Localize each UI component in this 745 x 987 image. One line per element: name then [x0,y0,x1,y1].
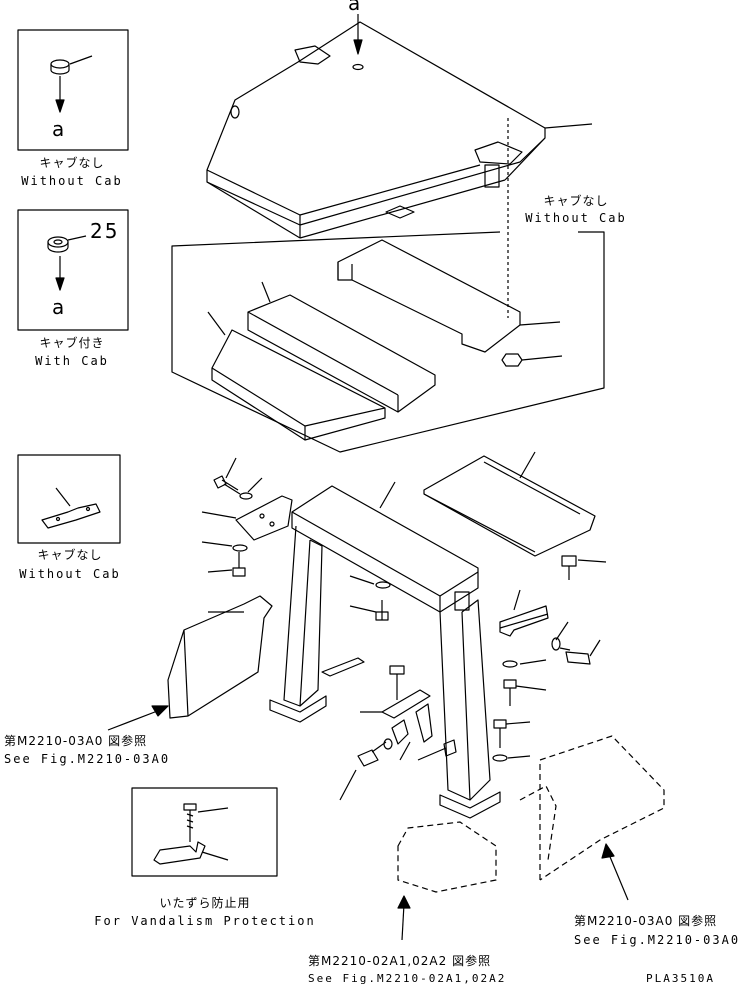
arrow-a-down [354,14,362,54]
operator-seat-stand [270,482,500,818]
callout-a-inset-1: a [52,117,65,141]
ref-m2210-03a0-jp-left: 第M2210-03A0 図参照 [4,734,148,748]
label-without-cab-jp-3: キャブなし [37,548,103,562]
right-side-bolts [493,556,606,761]
ref-m2210-02a1-en: See Fig.M2210-02A1,02A2 [308,972,507,985]
reference-section-bottom [398,822,496,892]
label-with-cab-jp: キャブ付き [39,336,105,350]
drawing-code: PLA3510A [646,972,715,985]
label-without-cab-jp-2: キャブなし [543,194,609,208]
label-vandalism-en: For Vandalism Protection [94,914,316,928]
label-without-cab-en-2: Without Cab [525,211,627,225]
part-number-25: 25 [90,219,120,243]
ref-m2210-03a0-jp-right: 第M2210-03A0 図参照 [574,914,718,928]
inset-without-cab-cap [18,30,128,150]
ref-m2210-03a0-en-left: See Fig.M2210-03A0 [4,752,171,766]
without-cab-plates-group [172,232,604,452]
label-with-cab-en: With Cab [35,354,109,368]
left-side-cover [168,596,272,718]
callout-a-top: a [348,0,361,15]
seat-tray [424,452,595,556]
ref-m2210-02a1-jp: 第M2210-02A1,02A2 図参照 [308,954,492,968]
ref-m2210-03a0-en-right: See Fig.M2210-03A0 [574,933,741,947]
label-without-cab-jp-1: キャブなし [39,156,105,170]
inset-vandalism-protection [132,788,277,876]
reference-section-right [520,736,664,880]
center-small-parts [322,576,456,800]
floor-plate-assembly [207,22,592,318]
label-vandalism-jp: いたずら防止用 [159,896,251,910]
callout-a-inset-2: a [52,295,65,319]
label-without-cab-en-3: Without Cab [19,567,121,581]
label-without-cab-en-1: Without Cab [21,174,123,188]
bolts-left-frame [202,458,292,576]
inset-with-cab-cap [18,210,128,330]
reference-arrows [108,706,628,940]
inset-without-cab-bracket [18,455,120,543]
